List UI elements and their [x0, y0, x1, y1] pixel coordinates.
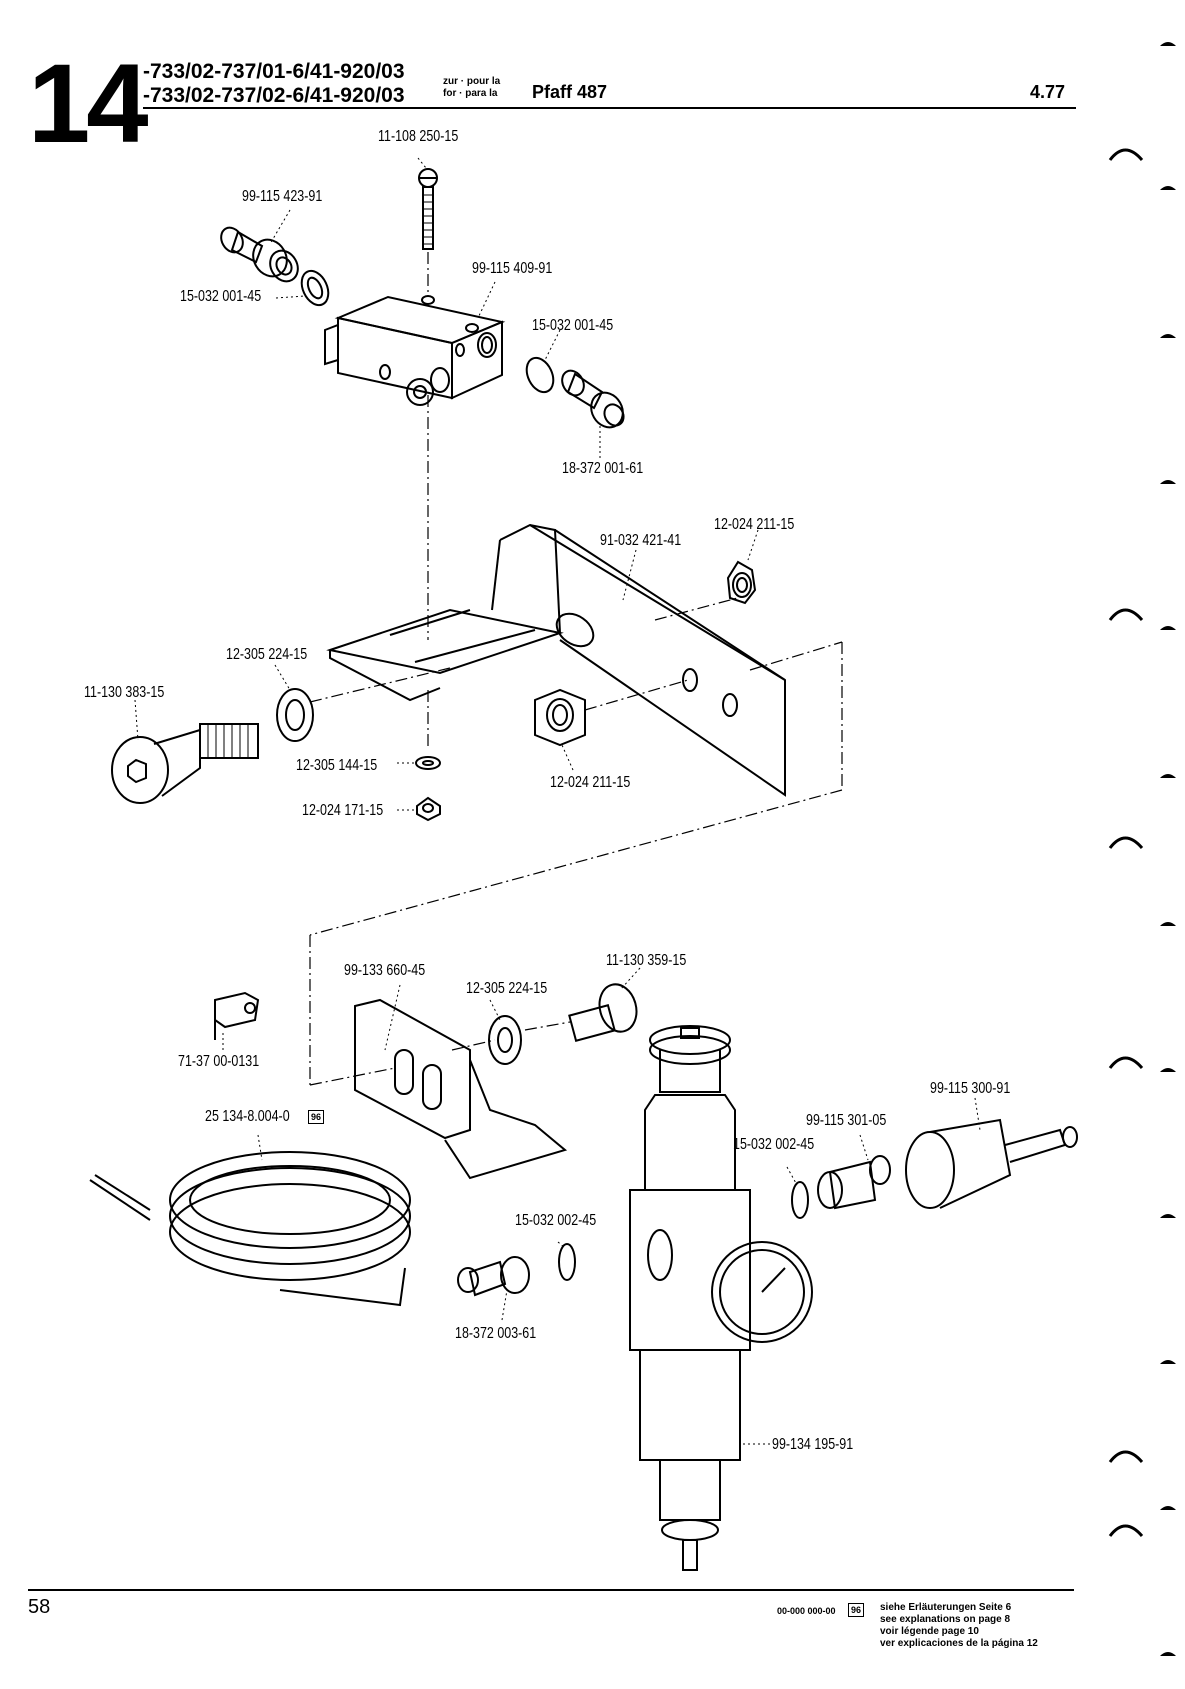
part-label-washer-small: 12-305 144-15 [296, 757, 378, 774]
fitting-left [220, 226, 299, 283]
part-label-seal-lower: 15-032 002-45 [515, 1212, 597, 1229]
part-label-screw-left: 11-130 383-15 [84, 684, 165, 701]
part-label-washer-bracket: 12-305 224-15 [226, 646, 308, 663]
footer-note-es: ver explicaciones de la página 12 [880, 1638, 1038, 1649]
screw-left [111, 723, 259, 804]
margin-mark-icon [1160, 334, 1176, 338]
margin-mark-icon [1160, 42, 1176, 46]
model-number-line-2: -733/02-737/02-6/41-920/03 [143, 84, 405, 107]
binder-margin-marks [1108, 42, 1176, 1656]
part-label-plate: 99-133 660-45 [344, 962, 426, 979]
quick-coupling [905, 1118, 1078, 1209]
hose-clip [214, 991, 260, 1040]
edition-date: 4.77 [1030, 82, 1066, 102]
margin-mark-icon [1160, 186, 1176, 190]
margin-arc-icon [1108, 608, 1144, 622]
margin-mark-icon [1160, 1506, 1176, 1510]
part-label-valve: 99-115 409-91 [472, 260, 553, 277]
section-number: 14 [28, 41, 149, 166]
assembly-axis-lines [309, 252, 843, 1086]
filter-regulator [629, 1025, 813, 1571]
page-number: 58 [28, 1596, 51, 1618]
silencer-lower [457, 1256, 530, 1297]
washer-small [415, 756, 441, 770]
model-number-line-1: -733/02-737/01-6/41-920/03 [143, 60, 405, 83]
part-label-silencer-lower: 18-372 003-61 [455, 1325, 537, 1342]
footer-note-fr: voir légende page 10 [880, 1626, 979, 1637]
screw-plate [568, 983, 638, 1042]
part-label-nut-small: 12-024 171-15 [302, 802, 384, 819]
margin-arc-icon [1108, 1524, 1144, 1538]
part-label-screw-top: 11-108 250-15 [378, 128, 459, 145]
seal-nipple [791, 1181, 809, 1219]
part-label-washer-plate: 12-305 224-15 [466, 980, 548, 997]
label-for-top: zur · pour la [443, 76, 501, 87]
part-label-washer-right: 15-032 001-45 [532, 317, 614, 334]
part-label-clip: 71-37 00-0131 [178, 1053, 260, 1070]
margin-mark-icon [1160, 1068, 1176, 1072]
hose-coil [89, 1151, 411, 1307]
margin-mark-icon [1160, 1360, 1176, 1364]
mounting-plate [354, 998, 568, 1180]
part-label-fitting-left: 99-115 423-91 [242, 188, 323, 205]
part-label-washer-left: 15-032 001-45 [180, 288, 262, 305]
margin-mark-icon [1160, 922, 1176, 926]
part-label-coupling: 99-115 300-91 [930, 1080, 1011, 1097]
margin-arc-icon [1108, 1056, 1144, 1070]
margin-mark-icon [1160, 1652, 1176, 1656]
footer-rule [28, 1589, 1074, 1591]
margin-mark-icon [1160, 774, 1176, 778]
washer-plate [488, 1015, 522, 1065]
part-label-nut-top: 12-024 211-15 [714, 516, 795, 533]
margin-mark-icon [1160, 480, 1176, 484]
nut-top [726, 560, 757, 605]
part-label-hose: 25 134-8.004-0 [205, 1108, 290, 1125]
margin-arc-icon [1108, 148, 1144, 162]
part-label-filter-regulator: 99-134 195-91 [772, 1436, 854, 1453]
hose-badge: 96 [308, 1110, 325, 1124]
part-label-nut-mid: 12-024 211-15 [550, 774, 631, 791]
seal-lower [558, 1243, 576, 1281]
margin-arc-icon [1108, 836, 1144, 850]
footer-note-de: siehe Erläuterungen Seite 6 [880, 1602, 1012, 1613]
angle-bracket [326, 523, 786, 797]
leader-lines [134, 157, 981, 1445]
footer-badge: 96 [848, 1603, 865, 1617]
nut-mid [534, 688, 586, 747]
label-for-bottom: for · para la [443, 88, 498, 99]
silencer-top [561, 369, 625, 429]
screw-top [418, 168, 438, 250]
part-label-seal-nipple: 15-032 002-45 [733, 1136, 815, 1153]
footer-code: 00-000 000-00 [777, 1606, 836, 1616]
part-label-nipple: 99-115 301-05 [806, 1112, 887, 1129]
part-label-screw-plate: 11-130 359-15 [606, 952, 687, 969]
nipple-fitting [817, 1155, 891, 1210]
part-label-silencer-top: 18-372 001-61 [562, 460, 644, 477]
margin-mark-icon [1160, 626, 1176, 630]
valve-body [324, 295, 506, 406]
product-name: Pfaff 487 [532, 82, 608, 102]
part-label-bracket: 91-032 421-41 [600, 532, 682, 549]
washer-right [525, 356, 555, 394]
washer-left [300, 269, 330, 307]
margin-mark-icon [1160, 1214, 1176, 1218]
nut-small [416, 796, 441, 822]
header-rule [143, 107, 1076, 109]
margin-arc-icon [1108, 1450, 1144, 1464]
footer-note-en: see explanations on page 8 [880, 1614, 1011, 1625]
washer-bracket [276, 688, 314, 742]
